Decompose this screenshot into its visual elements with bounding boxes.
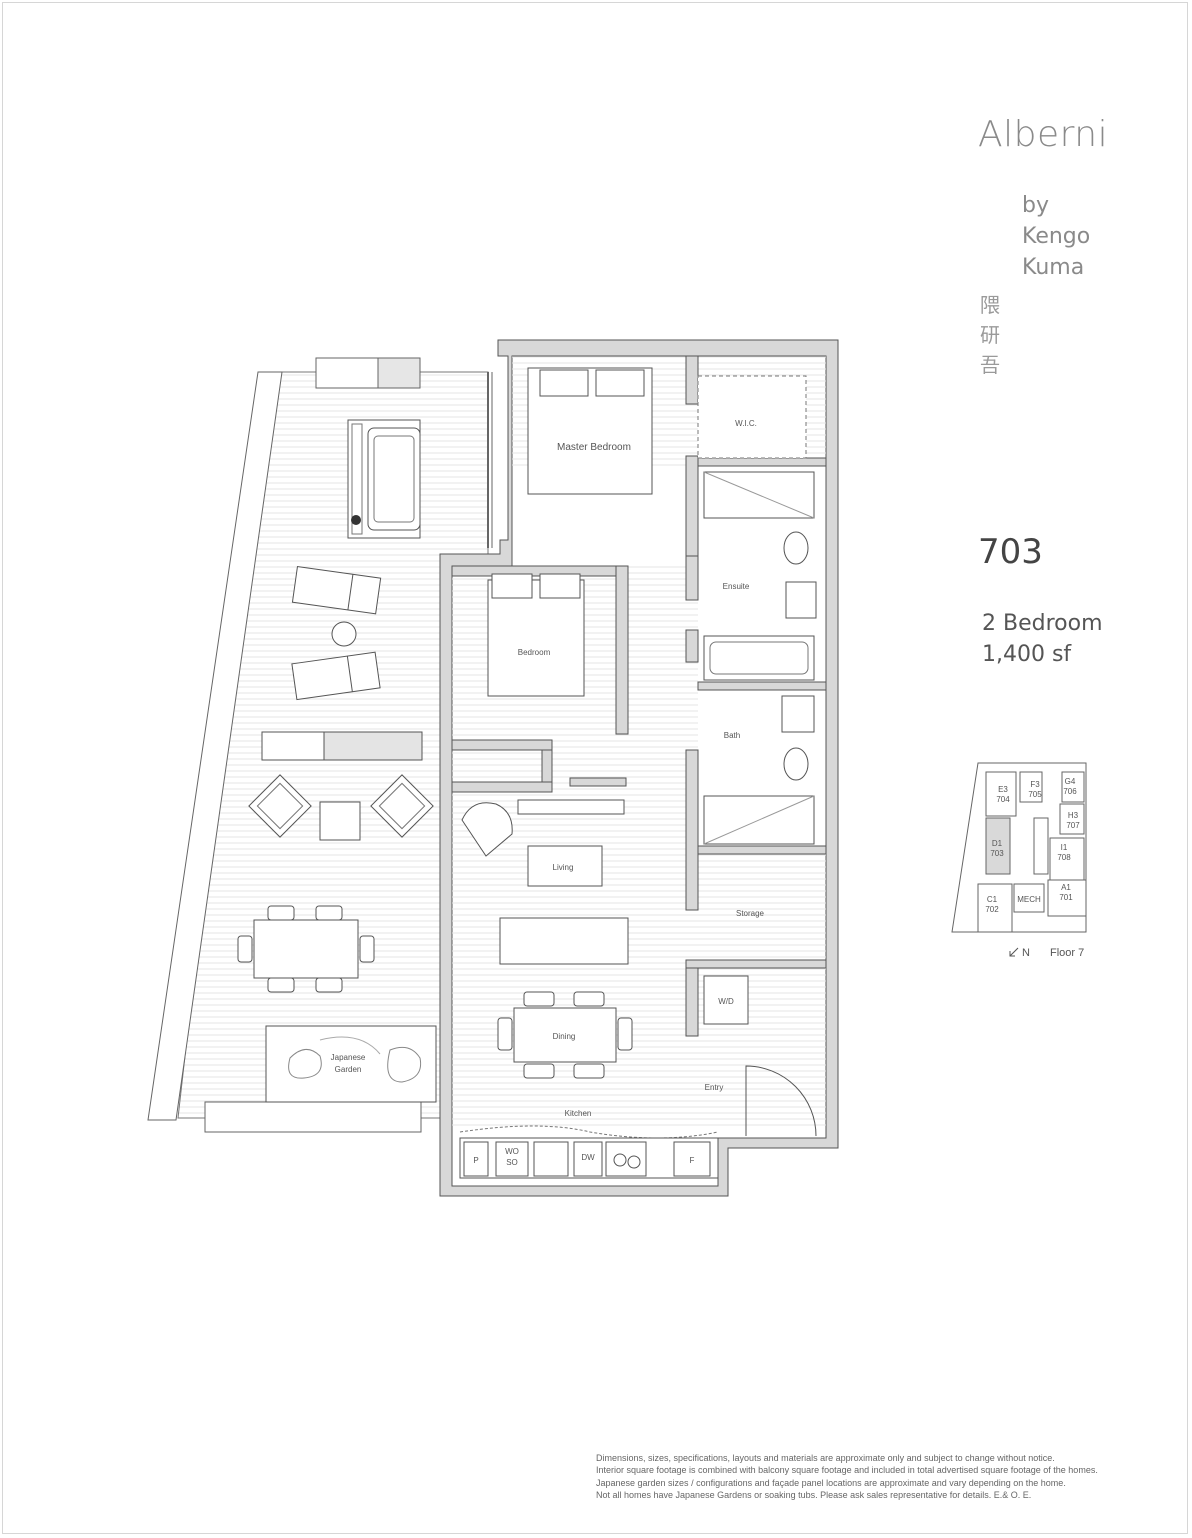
- steam-oven-label: SO: [506, 1158, 518, 1167]
- kp-g4-code: G4: [1065, 777, 1076, 786]
- soaking-tub: [347, 419, 421, 539]
- unit-number: 703: [978, 532, 1043, 572]
- north-arrow-label: N: [1022, 947, 1030, 959]
- fridge-label: F: [690, 1156, 695, 1165]
- outdoor-lounge: [248, 774, 434, 841]
- kitchen-label: Kitchen: [565, 1109, 592, 1118]
- kp-c1-num: 702: [985, 905, 999, 914]
- pantry-label: P: [473, 1156, 478, 1165]
- japanese-garden: Japanese Garden: [265, 1025, 437, 1103]
- kp-d1-code: D1: [992, 839, 1003, 848]
- kp-h3-num: 707: [1066, 821, 1080, 830]
- garden-label-line1: Japanese: [331, 1053, 366, 1062]
- storage-label: Storage: [736, 909, 765, 918]
- byline-by: by: [1022, 193, 1049, 218]
- living-room: Living: [461, 799, 629, 965]
- kp-a1-num: 701: [1059, 893, 1073, 902]
- kp-c1-code: C1: [987, 895, 998, 904]
- kp-d1-num: 703: [990, 849, 1004, 858]
- disclaimer-line: Japanese garden sizes / configurations a…: [596, 1477, 1066, 1488]
- outdoor-dining: [237, 905, 375, 993]
- brand-kanji: 隈 研 吾: [980, 290, 1006, 380]
- kp-g4-num: 706: [1063, 787, 1077, 796]
- kanji-2: 研: [980, 323, 1000, 347]
- entry-label: Entry: [705, 1083, 724, 1092]
- byline-kuma: Kuma: [1022, 255, 1085, 280]
- bath-label: Bath: [724, 731, 740, 740]
- disclaimer-line: Dimensions, sizes, specifications, layou…: [596, 1453, 1055, 1463]
- partitions: [451, 355, 827, 1037]
- wd-label: W/D: [718, 997, 734, 1006]
- floor-label: Floor 7: [1050, 947, 1084, 959]
- dining: Dining: [497, 991, 633, 1079]
- kp-e3-code: E3: [998, 785, 1008, 794]
- bedroom-label: Bedroom: [518, 648, 551, 657]
- kp-f3-code: F3: [1030, 780, 1040, 789]
- master-bedroom-label: Master Bedroom: [557, 442, 631, 453]
- kp-a1-code: A1: [1061, 883, 1071, 892]
- bedroom: Bedroom: [487, 573, 585, 697]
- disclaimer: Dimensions, sizes, specifications, layou…: [596, 1452, 1098, 1502]
- ensuite: Ensuite: [703, 471, 817, 681]
- kp-f3-num: 705: [1028, 790, 1042, 799]
- brand-byline: by Kengo Kuma: [1022, 190, 1090, 283]
- unit-summary: 2 Bedroom 1,400 sf: [982, 608, 1103, 670]
- kanji-3: 吾: [980, 353, 1000, 377]
- disclaimer-line: Interior square footage is combined with…: [596, 1465, 1098, 1476]
- kp-e3-num: 704: [996, 795, 1010, 804]
- brand-title: Alberni: [978, 114, 1109, 155]
- kp-i1-code: I1: [1061, 843, 1068, 852]
- dining-label: Dining: [553, 1032, 576, 1041]
- unit-type: 2 Bedroom: [982, 611, 1103, 636]
- disclaimer-line: Not all homes have Japanese Gardens or s…: [596, 1490, 1032, 1501]
- garden-label-line2: Garden: [335, 1065, 362, 1074]
- bath: Bath: [703, 695, 815, 845]
- master-bedroom: Master Bedroom: [527, 367, 653, 495]
- kp-i1-num: 708: [1057, 853, 1071, 862]
- kp-h3-code: H3: [1068, 811, 1079, 820]
- unit-area: 1,400 sf: [982, 642, 1072, 667]
- wall-oven-label: WO: [505, 1147, 519, 1156]
- key-plan: E3 704 F3 705 G4 706 H3 707 D1 703 I1 70…: [951, 762, 1087, 959]
- loungers: [291, 565, 382, 701]
- dishwasher-label: DW: [581, 1153, 595, 1162]
- byline-kengo: Kengo: [1022, 224, 1091, 249]
- entry-door: [745, 1065, 817, 1137]
- living-label: Living: [553, 863, 574, 872]
- kp-mech: MECH: [1017, 895, 1041, 904]
- kanji-1: 隈: [980, 293, 1000, 317]
- ensuite-label: Ensuite: [723, 582, 750, 591]
- kitchen: Kitchen P WO SO DW F: [459, 1109, 719, 1179]
- wic-label: W.I.C.: [735, 419, 757, 428]
